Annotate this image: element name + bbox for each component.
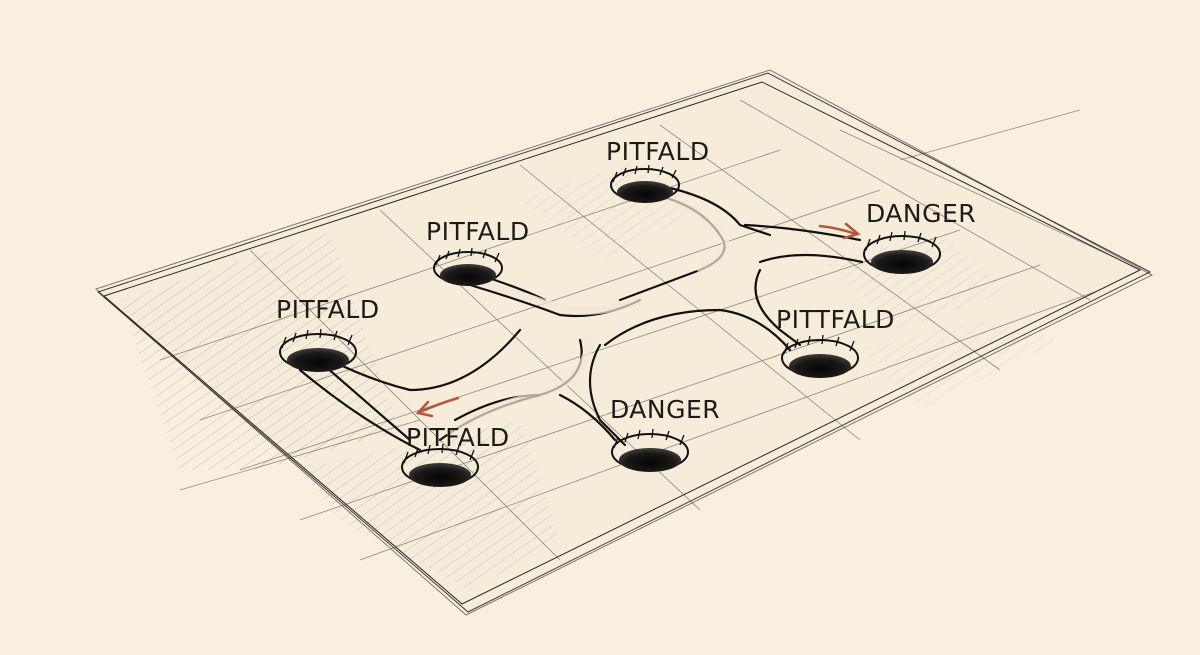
- pit-upper-left-hole: [433, 247, 503, 286]
- label-pit-top: PITFALD: [606, 137, 710, 166]
- hatched-zones: [120, 160, 1060, 590]
- label-pit-far-left: PITFALD: [276, 295, 380, 324]
- pit-bottom-left-hole: [401, 443, 479, 487]
- pits: [279, 164, 941, 487]
- road-fill: [446, 194, 730, 436]
- red-arrow-down-left-icon: [415, 396, 460, 418]
- danger-bottom-hole: [611, 428, 689, 472]
- pit-top-hole: [610, 164, 680, 203]
- pit-right-mid-hole: [781, 334, 859, 378]
- label-pit-upper-left: PITFALD: [426, 217, 530, 246]
- danger-right-hole: [863, 230, 941, 274]
- label-danger-right: DANGER: [866, 199, 976, 228]
- label-pit-right-mid: PITTFALD: [776, 305, 895, 334]
- label-danger-bottom: DANGER: [610, 395, 720, 424]
- pit-labels: PITFALD PITFALD PITFALD PITFALD PITTFALD…: [276, 137, 976, 452]
- pit-far-left-hole: [279, 328, 357, 372]
- label-pit-bottom-left: PITFALD: [406, 423, 510, 452]
- red-arrow-right-icon: [818, 222, 861, 240]
